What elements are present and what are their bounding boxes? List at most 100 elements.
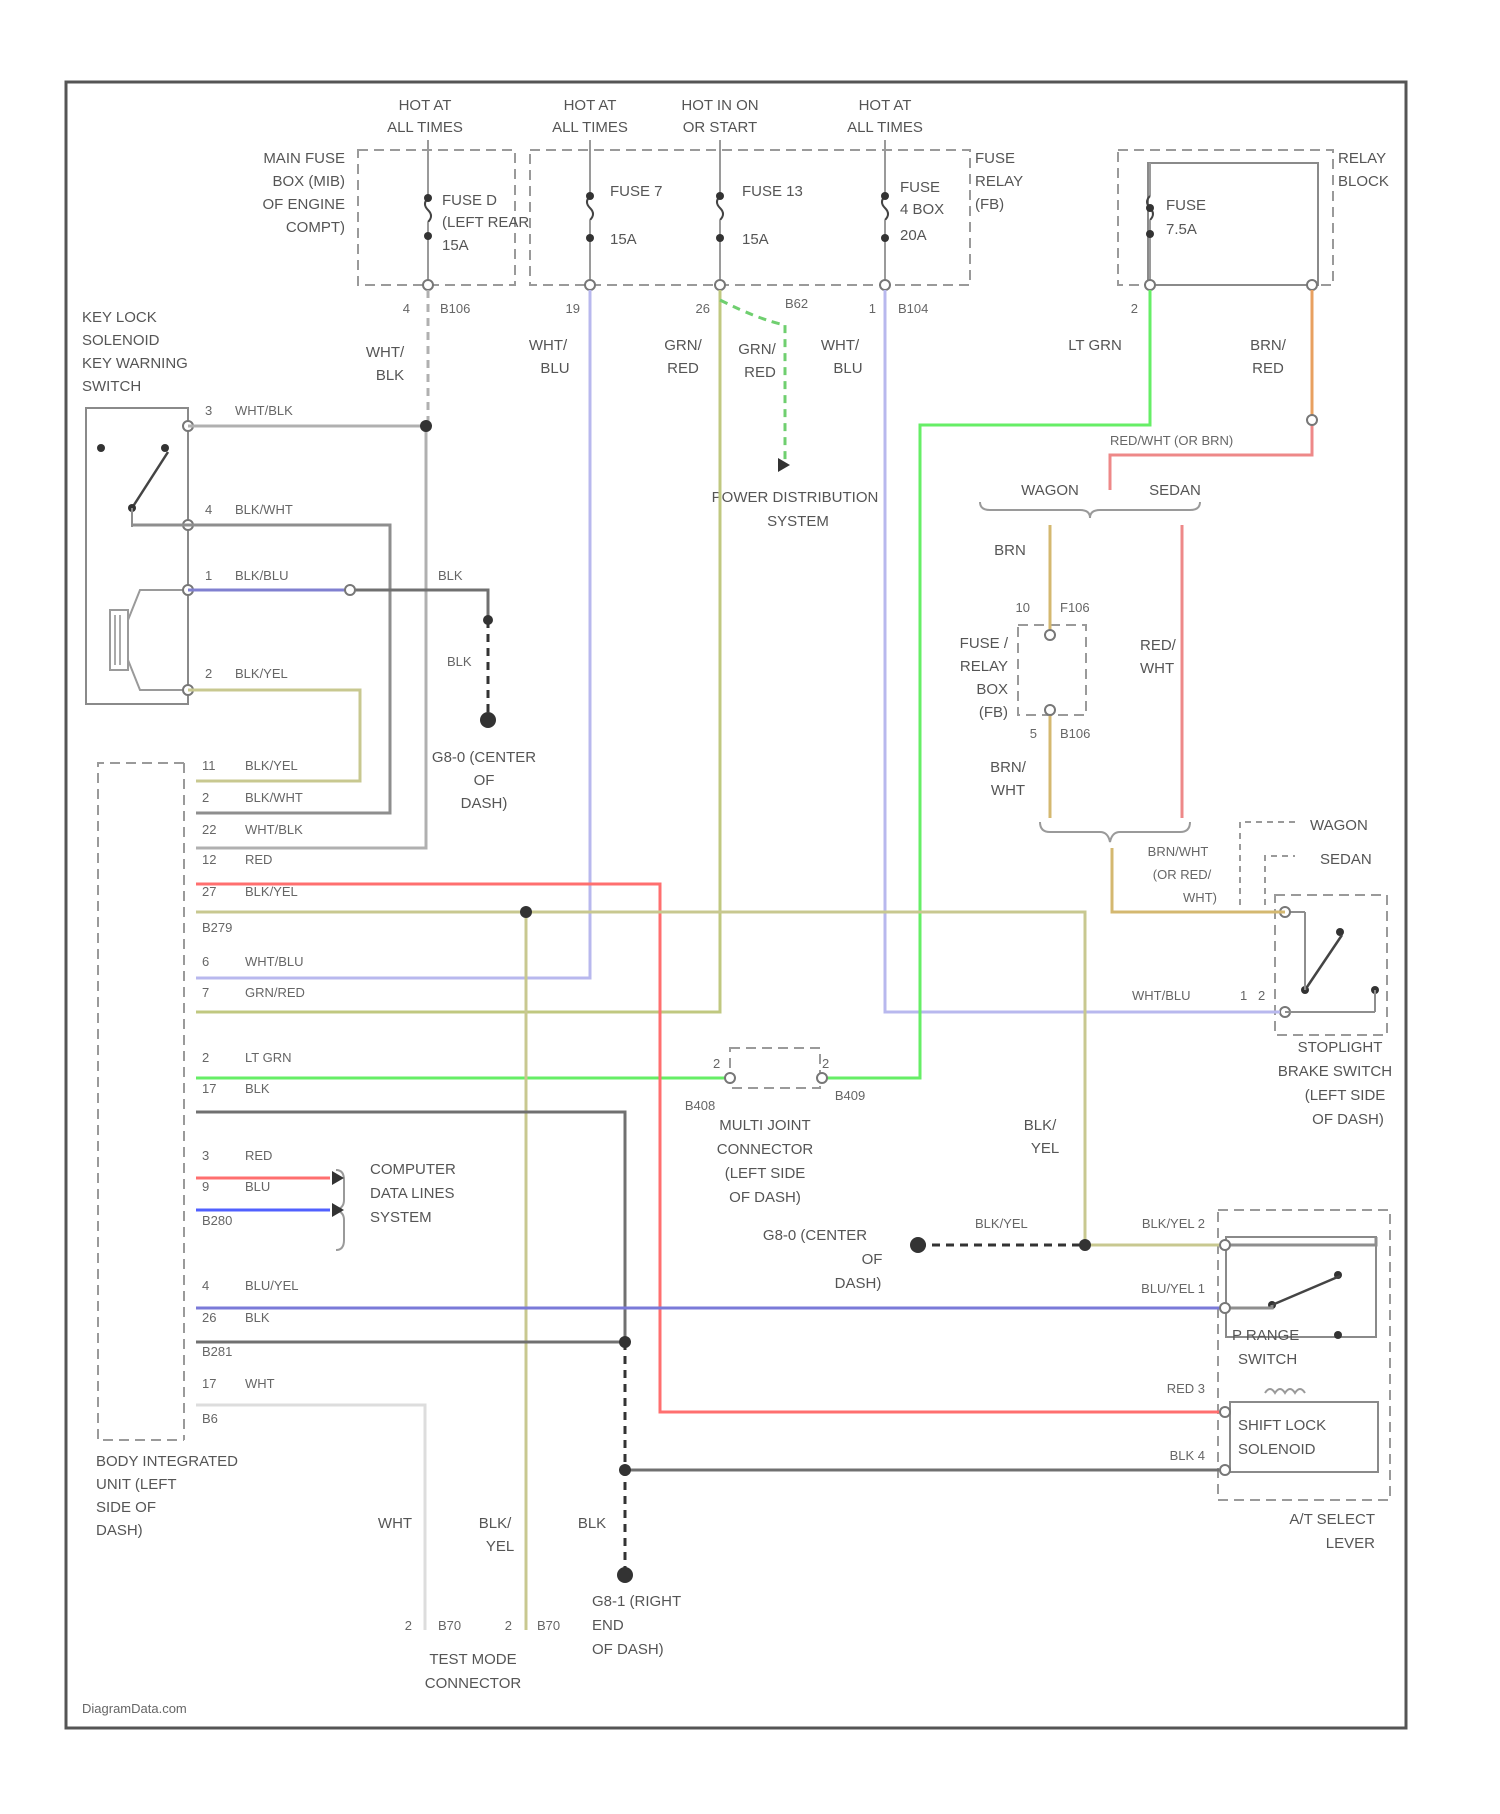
wire-label-4a: GRN/	[738, 341, 776, 358]
key-lock-box	[86, 408, 188, 704]
right-opt-sedan: SEDAN	[1320, 851, 1372, 868]
body-unit-pin-wire: WHT/BLK	[245, 822, 303, 837]
ground-g2-label-3: DASH)	[835, 1275, 882, 1292]
key-lock-title-3: KEY WARNING	[82, 355, 188, 372]
ground-g2-point	[910, 1237, 926, 1253]
wire-grn-red	[196, 290, 720, 1012]
body-unit-pin-wire: RED	[245, 852, 272, 867]
fuse-rbox: FUSE 4 BOX 20A	[881, 140, 944, 285]
ground-g1-wire-1: BLK	[438, 568, 463, 583]
power-label-1b: ALL TIMES	[387, 119, 463, 136]
wire-label-3b: RED	[667, 360, 699, 377]
body-unit-pin-number: 11	[202, 758, 216, 773]
at-pin-1: BLU/YEL 1	[1141, 1281, 1205, 1296]
fuse-7: FUSE 7 15A	[586, 140, 663, 285]
test-mode-label-2: CONNECTOR	[425, 1675, 522, 1692]
body-unit-pin-number: 7	[202, 985, 209, 1000]
body-unit-pin-wire: GRN/RED	[245, 985, 305, 1000]
body-unit-pin-wire: WHT/BLU	[245, 954, 304, 969]
ground-g1-wire-2: BLK	[447, 654, 472, 669]
right-red-wht-2: WHT	[1140, 660, 1174, 677]
pin-p5: 2	[1131, 301, 1138, 316]
stoplight-label-2: BRAKE SWITCH	[1278, 1063, 1392, 1080]
body-unit-pin-number: 12	[202, 852, 216, 867]
right-wagon-label: WAGON	[1021, 482, 1079, 499]
key-lock-pin-4-wire: BLK/WHT	[235, 502, 293, 517]
body-unit-pin-number: B6	[202, 1411, 218, 1426]
relay-inline-connector	[1307, 415, 1317, 425]
wire-wht-blu-right	[885, 290, 1280, 1012]
stoplight-switch	[1280, 907, 1379, 1017]
blk-yel-vertical-2: YEL	[1031, 1140, 1059, 1157]
key-lock-pin-4-num: 4	[205, 502, 212, 517]
pin-p3: 26	[696, 301, 710, 316]
test-pin-a: 2	[405, 1618, 412, 1633]
wire-label-2a: WHT/	[529, 337, 568, 354]
test-conn-b: B70	[537, 1618, 560, 1633]
body-unit-box	[98, 763, 184, 1440]
key-lock-title-1: KEY LOCK	[82, 309, 157, 326]
ground-g1-label-3: DASH)	[461, 795, 508, 812]
power-dist-arrow	[778, 458, 790, 472]
multi-joint-pin-l: 2	[713, 1056, 720, 1071]
power-label-1a: HOT AT	[399, 97, 452, 114]
right-join-3: WHT)	[1183, 890, 1217, 905]
stoplight-switch-box	[1275, 895, 1387, 1035]
key-warning-switch	[97, 444, 169, 527]
relay-block-label-2: BLOCK	[1338, 173, 1389, 190]
at-pin-3-term	[1220, 1407, 1230, 1417]
at-pin-4-term	[1220, 1465, 1230, 1475]
fuse-a-label-1: FUSE D	[442, 192, 497, 209]
body-unit-pin-number: 17	[202, 1376, 216, 1391]
right-conn-top: F106	[1060, 600, 1090, 615]
splice-wht-blk	[420, 420, 432, 432]
body-unit-pin-number: B281	[202, 1344, 232, 1359]
splice-blk-4	[619, 1464, 631, 1476]
power-label-2b: ALL TIMES	[552, 119, 628, 136]
ground-g1-label-1: G8-0 (CENTER	[432, 749, 536, 766]
conn-c4: B104	[898, 301, 928, 316]
fuse-relay-box-label-3: (FB)	[975, 196, 1004, 213]
body-unit-pin-number: 26	[202, 1310, 216, 1325]
body-unit-pin-wire: WHT	[245, 1376, 275, 1391]
fuse-7-label-1: FUSE 7	[610, 183, 663, 200]
ground-g2-label-2: OF	[862, 1251, 883, 1268]
body-unit-title-1: BODY INTEGRATED	[96, 1453, 238, 1470]
body-unit-pin-wire: BLU/YEL	[245, 1278, 298, 1293]
main-fuse-box-label-3: OF ENGINE	[262, 196, 345, 213]
shift-lock-label-1: SHIFT LOCK	[1238, 1417, 1326, 1434]
ground-g2-wire: BLK/YEL	[975, 1216, 1028, 1231]
right-fuse-label-3: BOX	[976, 681, 1008, 698]
stoplight-label-4: OF DASH)	[1312, 1111, 1384, 1128]
p-range-label-1: P RANGE	[1232, 1327, 1299, 1344]
body-unit-pin-number: 22	[202, 822, 216, 837]
p-range-switch-box	[1226, 1237, 1376, 1337]
blk-yel-vertical-1: BLK/	[1024, 1117, 1057, 1134]
splice-g2	[1079, 1239, 1091, 1251]
right-brn-wht-1: BRN/	[990, 759, 1027, 776]
pin-p2: 19	[566, 301, 580, 316]
power-label-2a: HOT AT	[564, 97, 617, 114]
ground-g1-label-2: OF	[474, 772, 495, 789]
right-pin-top: 10	[1016, 600, 1030, 615]
right-conn-bot: B106	[1060, 726, 1090, 741]
at-pin-4: BLK 4	[1170, 1448, 1205, 1463]
fuse-rbox-label-2: 4 BOX	[900, 201, 944, 218]
pin-p4: 1	[869, 301, 876, 316]
fuse-rbox-label-3: 20A	[900, 227, 927, 244]
wire-label-5b: BLU	[833, 360, 862, 377]
body-unit-pin-wire: BLK/YEL	[245, 884, 298, 899]
body-unit-pin-number: 27	[202, 884, 216, 899]
wire-wht-blu-left	[196, 290, 590, 978]
right-sedan-label: SEDAN	[1149, 482, 1201, 499]
body-unit-pin-wire: BLK	[245, 1310, 270, 1325]
multi-joint-pin-right	[817, 1073, 827, 1083]
watermark: DiagramData.com	[82, 1701, 187, 1716]
right-brn-label: BRN	[994, 542, 1026, 559]
wire-label-7b: RED	[1252, 360, 1284, 377]
key-lock-pin-2-wire: BLK/YEL	[235, 666, 288, 681]
body-unit-pin-number: 2	[202, 1050, 209, 1065]
right-join-1: BRN/WHT	[1148, 844, 1209, 859]
fuse-rbox-label-1: FUSE	[900, 179, 940, 196]
computer-label-3: SYSTEM	[370, 1209, 432, 1226]
